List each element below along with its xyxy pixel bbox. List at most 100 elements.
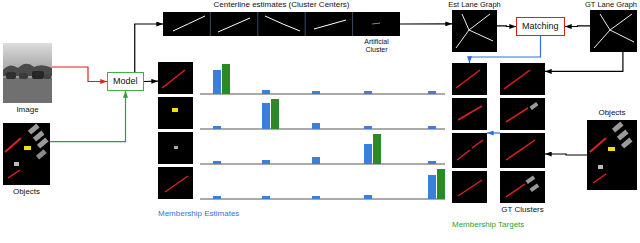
strip-ground bbox=[163, 12, 400, 36]
estimate-panels bbox=[158, 62, 193, 199]
panel bbox=[500, 171, 545, 203]
bar bbox=[364, 195, 372, 199]
panel bbox=[500, 63, 545, 95]
membership-bars bbox=[200, 64, 445, 199]
object-box bbox=[37, 138, 49, 149]
graph-ground bbox=[452, 10, 497, 52]
panel bbox=[158, 167, 193, 199]
bar bbox=[428, 161, 436, 164]
flow-arrow bbox=[497, 25, 516, 27]
object-box bbox=[612, 122, 624, 133]
object-box bbox=[608, 147, 615, 151]
bar bbox=[312, 91, 320, 94]
photo-ground bbox=[3, 43, 52, 103]
objects-map bbox=[587, 120, 637, 190]
objects-panel: Objects bbox=[587, 120, 637, 190]
bar bbox=[213, 161, 221, 164]
flow-arrow bbox=[487, 132, 500, 133]
text-holder: Artificial Cluster bbox=[353, 38, 400, 53]
object-box bbox=[598, 165, 603, 169]
bar bbox=[428, 175, 436, 199]
panel bbox=[452, 171, 487, 203]
text-holder: Centerline estimates (Cluster Centers) bbox=[213, 0, 349, 10]
panel-label: GT Clusters bbox=[501, 205, 544, 215]
flow-arrow bbox=[50, 91, 126, 142]
flow-arrow bbox=[135, 24, 163, 72]
image-panel: Image bbox=[3, 43, 52, 103]
track bbox=[457, 140, 483, 160]
gt-lane-graph-panel: GT Lane Graph bbox=[590, 10, 637, 52]
lane-lines bbox=[456, 14, 493, 48]
model-box: Model bbox=[107, 72, 144, 91]
centerline bbox=[314, 20, 346, 29]
object-box bbox=[530, 102, 539, 110]
gt-clusters-column: GT Clusters bbox=[500, 63, 545, 203]
bar bbox=[428, 91, 436, 94]
track bbox=[458, 180, 482, 196]
panel-label: Artificial Cluster bbox=[353, 38, 400, 53]
panel bbox=[452, 133, 487, 168]
objects-panel: Objects bbox=[3, 123, 50, 185]
est-lane-graph-panel: Est Lane Graph bbox=[452, 10, 497, 52]
camera-photo bbox=[3, 43, 52, 103]
estimate-bars bbox=[213, 70, 436, 199]
track bbox=[506, 108, 528, 122]
objects-map bbox=[3, 123, 50, 185]
panel-label: Est Lane Graph bbox=[448, 0, 501, 9]
bar bbox=[213, 70, 221, 94]
panel bbox=[452, 98, 487, 130]
graph-ground bbox=[590, 10, 637, 52]
car bbox=[19, 73, 28, 79]
text-holder: Image bbox=[16, 105, 38, 115]
bar bbox=[428, 126, 436, 129]
object-box bbox=[14, 162, 19, 166]
map-ground bbox=[587, 120, 637, 190]
text-holder: Objects bbox=[13, 187, 40, 197]
centerline-strip bbox=[163, 12, 400, 36]
track bbox=[162, 70, 185, 88]
bar bbox=[213, 196, 221, 199]
bar bbox=[213, 126, 221, 129]
flow-arrow bbox=[144, 81, 158, 83]
object-box bbox=[530, 183, 540, 191]
text-holder: Model bbox=[113, 76, 138, 87]
bar bbox=[262, 160, 270, 164]
object-box bbox=[617, 130, 629, 141]
bar bbox=[364, 126, 372, 129]
text-holder: GT Lane Graph bbox=[585, 0, 637, 9]
flow-arrow bbox=[545, 52, 623, 71]
bar bbox=[262, 103, 270, 129]
flow-arrow bbox=[400, 23, 452, 24]
panel bbox=[500, 98, 545, 130]
text-holder: Membership Estimates bbox=[158, 209, 239, 219]
target-panels bbox=[452, 63, 487, 203]
car bbox=[6, 72, 16, 79]
panel-label: Membership Targets bbox=[452, 220, 524, 230]
bar bbox=[373, 134, 381, 164]
membership-estimates-column: Membership Estimates bbox=[158, 62, 193, 199]
panel bbox=[158, 132, 193, 164]
bar bbox=[222, 64, 230, 94]
centerline-strip: Centerline estimates (Cluster Centers)Ar… bbox=[163, 12, 400, 36]
object-box bbox=[172, 108, 178, 112]
flow-arrow bbox=[565, 25, 590, 27]
text-holder: Objects bbox=[598, 108, 625, 118]
panel-label: GT Lane Graph bbox=[585, 0, 637, 9]
est-lane-graph bbox=[452, 10, 497, 52]
matching-box: Matching bbox=[516, 17, 565, 36]
bar bbox=[262, 90, 270, 94]
map-ground bbox=[3, 123, 50, 185]
car bbox=[32, 71, 44, 79]
object-track bbox=[590, 138, 606, 152]
object-box bbox=[621, 138, 633, 149]
centerline bbox=[265, 16, 300, 31]
object-box bbox=[36, 149, 47, 159]
panel bbox=[158, 62, 193, 94]
bar bbox=[312, 196, 320, 199]
road bbox=[3, 78, 52, 103]
flow-arrow bbox=[52, 67, 107, 82]
panel-label: Membership Estimates bbox=[158, 209, 239, 219]
panel bbox=[452, 63, 487, 95]
track bbox=[458, 106, 482, 120]
